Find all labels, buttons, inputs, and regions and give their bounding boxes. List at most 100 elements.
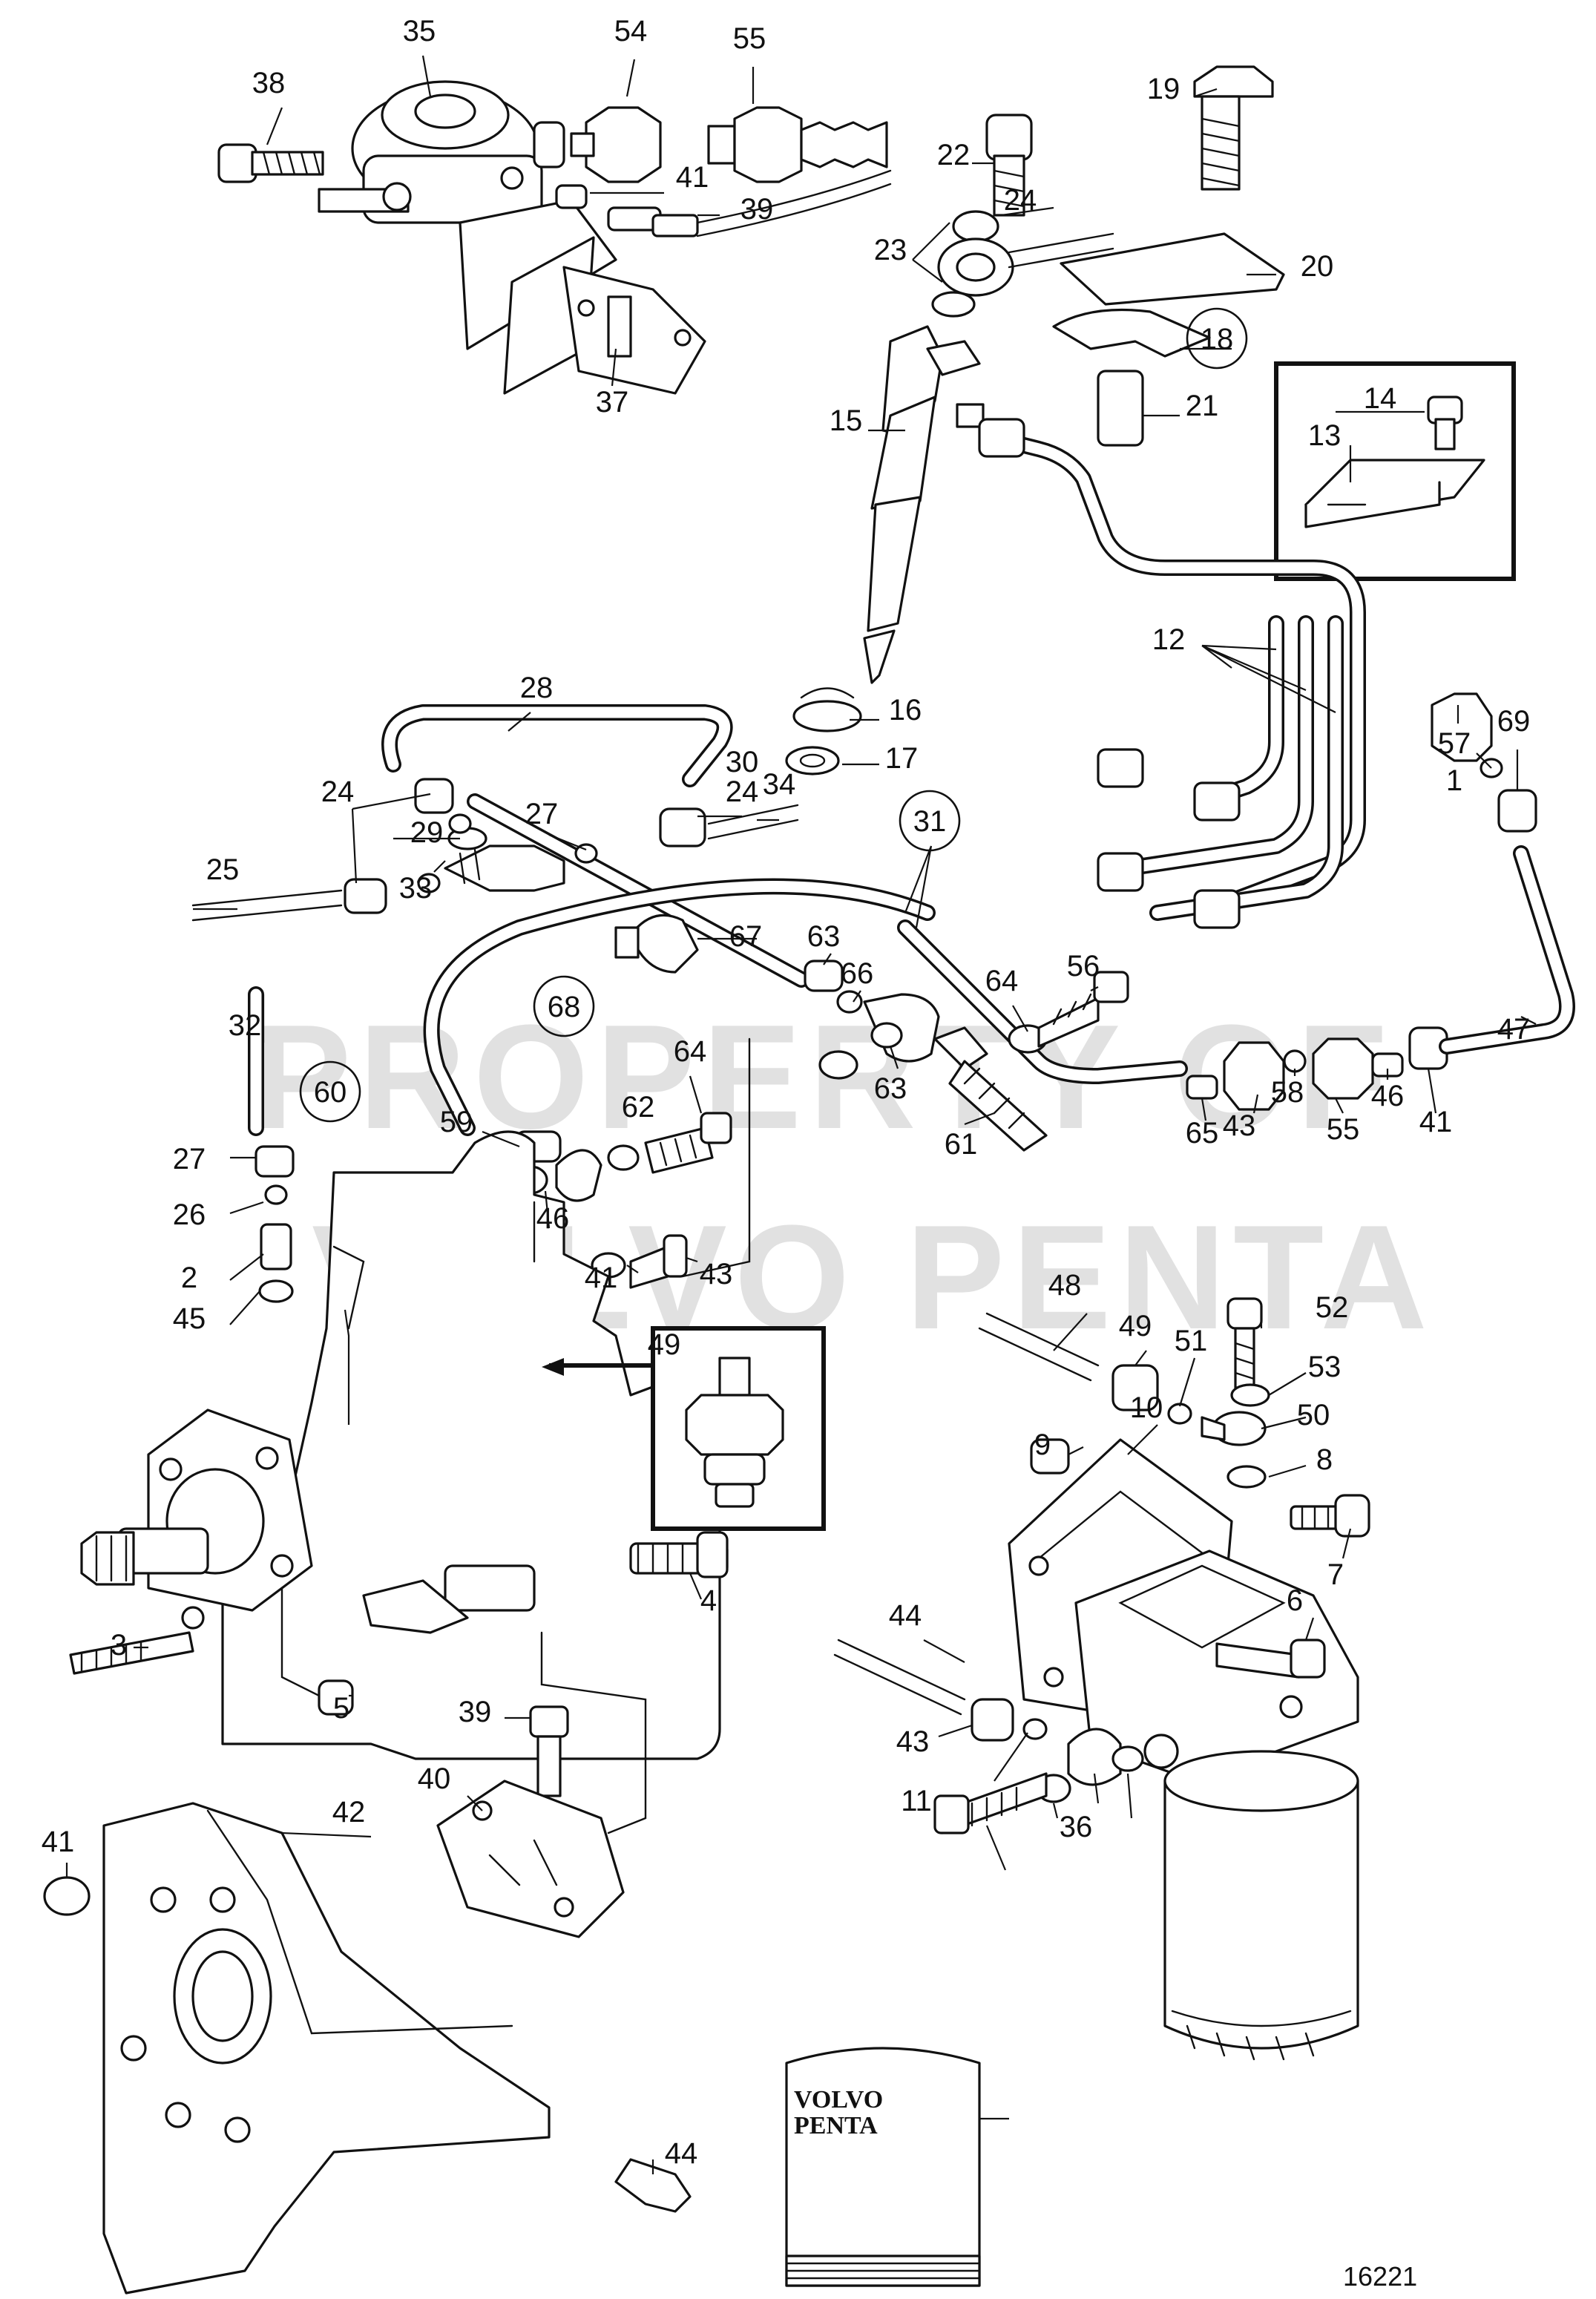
callout-39: 39: [740, 193, 774, 226]
callout-32: 32: [229, 1009, 262, 1042]
heat-shield-16-17: [785, 687, 862, 775]
callout-64: 64: [985, 965, 1019, 997]
clamp-69: [614, 914, 699, 974]
hose-57: [248, 986, 295, 1303]
callout-41: 41: [585, 1262, 618, 1294]
callout-64: 64: [674, 1035, 707, 1068]
callout-1: 1: [1446, 764, 1462, 797]
callout-25: 25: [206, 853, 240, 886]
callout-49: 49: [648, 1328, 681, 1361]
fuel-line-39: [555, 169, 892, 237]
fasteners-8-9-10: [69, 1531, 729, 1716]
callout-58: 58: [1271, 1076, 1304, 1109]
callout-43: 43: [896, 1725, 930, 1758]
callout-55: 55: [733, 22, 766, 55]
callout-circle-60: [299, 1060, 361, 1123]
fuel-filter-assembly: [833, 1297, 1370, 2061]
callout-47: 47: [1497, 1013, 1531, 1046]
callout-52: 52: [1316, 1291, 1349, 1324]
callout-11: 11: [901, 1785, 932, 1817]
callout-54: 54: [614, 15, 648, 47]
callout-circle-31: [899, 790, 961, 852]
callout-66: 66: [841, 957, 874, 990]
callout-57: 57: [1438, 727, 1471, 760]
callout-28: 28: [520, 672, 554, 704]
callout-46: 46: [1371, 1080, 1405, 1112]
callout-5: 5: [333, 1692, 349, 1725]
callout-44: 44: [665, 2137, 698, 2170]
callout-63: 63: [807, 920, 841, 953]
callout-44: 44: [889, 1599, 922, 1632]
bracket-3: [43, 1802, 692, 2295]
callout-39: 39: [459, 1696, 492, 1728]
callout-49: 49: [1119, 1310, 1152, 1342]
book-brand-line-2: PENTA: [794, 2112, 878, 2139]
callout-8: 8: [1316, 1443, 1333, 1476]
inset-box-2: [542, 1326, 826, 1531]
callout-circle-68: [533, 975, 595, 1037]
callout-10: 10: [1130, 1391, 1163, 1424]
inset-box-13-14: [1274, 361, 1516, 581]
callout-48: 48: [1048, 1269, 1082, 1302]
callout-24: 24: [726, 775, 759, 808]
callout-6: 6: [1287, 1584, 1303, 1617]
callout-30: 30: [726, 746, 759, 778]
callout-67: 67: [729, 920, 763, 953]
callout-15: 15: [830, 404, 863, 437]
callout-4: 4: [700, 1584, 717, 1617]
callout-42: 42: [332, 1796, 366, 1829]
injector-15: [863, 65, 1285, 684]
callout-69: 69: [1497, 705, 1531, 738]
callout-65: 65: [1186, 1117, 1219, 1150]
callout-36: 36: [1060, 1811, 1093, 1843]
callout-17: 17: [885, 742, 919, 775]
callout-14: 14: [1364, 382, 1397, 415]
bracket-6: [436, 1705, 625, 1938]
figure-number: 16221: [1343, 2261, 1417, 2292]
callout-55: 55: [1327, 1113, 1360, 1146]
callout-43: 43: [1223, 1109, 1256, 1142]
callout-29: 29: [410, 816, 444, 849]
callout-56: 56: [1067, 950, 1100, 983]
callout-45: 45: [173, 1302, 206, 1335]
callout-62: 62: [622, 1091, 655, 1124]
callout-21: 21: [1186, 390, 1219, 422]
callout-68: 68: [548, 991, 581, 1023]
callout-41: 41: [1419, 1106, 1453, 1138]
callout-27: 27: [173, 1143, 206, 1175]
callout-38: 38: [252, 67, 286, 99]
fittings-26-27: [591, 1037, 751, 1289]
feed-pump-assembly: [217, 80, 706, 395]
injection-pump: [80, 1130, 721, 1834]
book-brand-line-1: VOLVO: [794, 2086, 883, 2113]
return-pipe-28: [381, 704, 1188, 1136]
instruction-book-36: VOLVO PENTA: [785, 2047, 981, 2287]
callout-63: 63: [874, 1072, 907, 1105]
callout-13: 13: [1308, 419, 1342, 452]
callout-61: 61: [945, 1128, 978, 1161]
callout-37: 37: [596, 386, 629, 419]
callout-16: 16: [889, 694, 922, 727]
callout-53: 53: [1308, 1351, 1342, 1383]
callout-60: 60: [314, 1076, 347, 1109]
callout-3: 3: [111, 1629, 127, 1662]
callout-2: 2: [181, 1262, 197, 1294]
callout-33: 33: [399, 872, 433, 905]
callout-27: 27: [525, 798, 559, 830]
callout-41: 41: [42, 1826, 75, 1858]
callout-50: 50: [1297, 1399, 1330, 1431]
callout-40: 40: [418, 1762, 451, 1795]
callout-9: 9: [1034, 1429, 1051, 1461]
callout-circle-18: [1186, 307, 1248, 370]
callout-12: 12: [1152, 623, 1186, 656]
union-nipple-54-55: [570, 106, 888, 183]
callout-22: 22: [937, 139, 971, 171]
callout-35: 35: [403, 15, 436, 47]
injection-lines-12: [978, 418, 1366, 929]
callout-23: 23: [874, 234, 907, 266]
fittings-29-31: [191, 778, 799, 922]
callout-43: 43: [700, 1258, 733, 1290]
callout-51: 51: [1175, 1325, 1208, 1357]
